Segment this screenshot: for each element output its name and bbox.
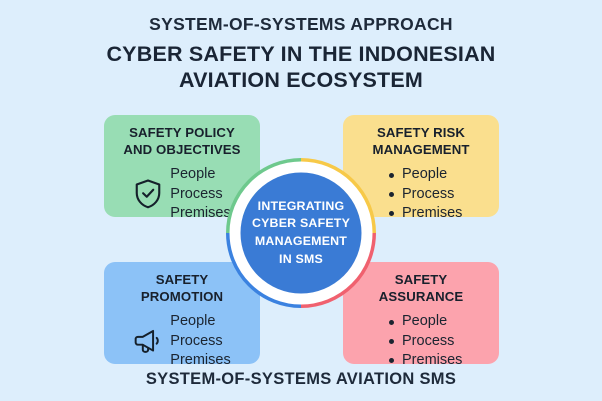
arc-top-right xyxy=(300,158,376,234)
megaphone-icon xyxy=(134,330,160,353)
list-item: Process xyxy=(170,185,223,202)
list-item: People xyxy=(170,313,216,330)
list-item: People xyxy=(170,166,216,183)
card-body: People Process Premises xyxy=(116,165,248,223)
card-body: People Process Premises xyxy=(116,312,248,370)
card-title-line-1: SAFETY xyxy=(394,272,448,287)
arc-bottom-right xyxy=(300,232,376,308)
arc-bottom-left xyxy=(226,232,302,308)
arc-top-left xyxy=(226,158,302,234)
card-item-list: People Process Premises xyxy=(389,165,462,223)
list-item: Premises xyxy=(389,204,462,223)
card-title-line-1: SAFETY POLICY xyxy=(129,125,235,140)
card-safety-risk-management[interactable]: SAFETY RISK MANAGEMENT People Process Pr… xyxy=(343,115,499,221)
card-title: SAFETY ASSURANCE xyxy=(355,272,487,305)
card-title: SAFETY PROMOTION xyxy=(116,272,248,305)
card-title: SAFETY POLICY AND OBJECTIVES xyxy=(116,125,248,158)
page-title-line-2: AVIATION ECOSYSTEM xyxy=(178,68,424,93)
card-safety-assurance[interactable]: SAFETY ASSURANCE People Process Premises xyxy=(343,262,499,368)
hub-gap-ring xyxy=(229,161,373,305)
card-item-list: People Process Premises xyxy=(389,312,462,370)
card-title-line-2: ASSURANCE xyxy=(378,288,464,304)
list-item: Process xyxy=(170,332,223,349)
title-kicker: SYSTEM-OF-SYSTEMS APPROACH xyxy=(149,14,453,34)
card-title-line-2: PROMOTION xyxy=(140,288,224,304)
card-body: People Process Premises xyxy=(355,165,487,223)
footer-caption: SYSTEM-OF-SYSTEMS AVIATION SMS xyxy=(145,370,457,388)
list-item: Process xyxy=(389,185,462,204)
card-title: SAFETY RISK MANAGEMENT xyxy=(355,125,487,158)
list-item: People xyxy=(389,312,462,331)
card-title-line-1: SAFETY RISK xyxy=(376,125,466,140)
card-safety-promotion[interactable]: SAFETY PROMOTION People Process Premises xyxy=(104,262,260,368)
shield-check-icon xyxy=(135,179,161,209)
card-item-list: People Process Premises xyxy=(170,312,230,370)
page-title: CYBER SAFETY IN THE INDONESIAN AVIATION … xyxy=(0,41,602,93)
list-item: Premises xyxy=(389,351,462,370)
list-item: Process xyxy=(389,332,462,351)
card-title-line-2: AND OBJECTIVES xyxy=(123,141,241,157)
list-item: People xyxy=(389,165,462,184)
card-item-list: People Process Premises xyxy=(170,165,230,223)
center-hub[interactable]: INTEGRATING CYBER SAFETY MANAGEMENT IN S… xyxy=(225,157,377,309)
card-body: People Process Premises xyxy=(355,312,487,370)
card-title-line-1: SAFETY xyxy=(155,272,209,287)
list-item: Premises xyxy=(170,204,231,221)
page-title-line-1: CYBER SAFETY IN THE INDONESIAN xyxy=(106,41,496,66)
card-safety-policy-and-objectives[interactable]: SAFETY POLICY AND OBJECTIVES People Proc… xyxy=(104,115,260,221)
hub-core-circle xyxy=(240,172,362,294)
header-title-block: SYSTEM-OF-SYSTEMS APPROACH CYBER SAFETY … xyxy=(0,14,602,93)
hub-ring-graphic xyxy=(226,158,376,308)
card-title-line-2: MANAGEMENT xyxy=(372,141,470,157)
list-item: Premises xyxy=(170,351,231,368)
